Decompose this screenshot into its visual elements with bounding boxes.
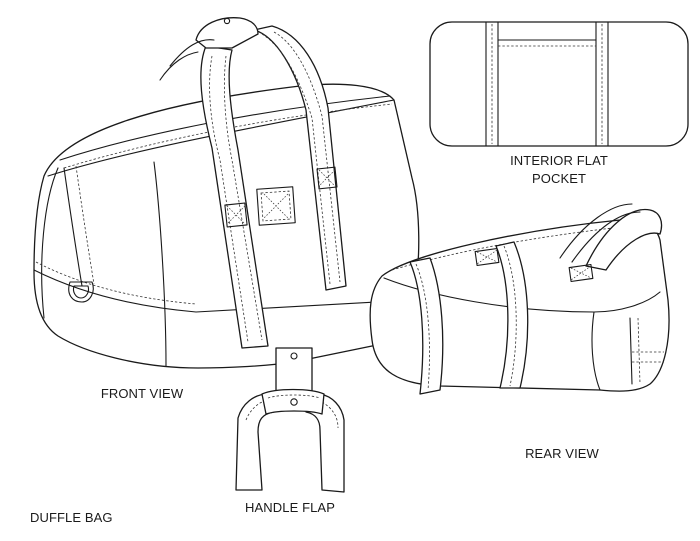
front-strap-box-left xyxy=(224,202,248,228)
front-label-patch xyxy=(256,186,296,226)
pocket-body xyxy=(429,21,689,147)
front-left-strap xyxy=(200,45,269,349)
rear-strap-box-left xyxy=(474,247,500,267)
front-d-ring xyxy=(68,281,94,303)
pocket-view-drawing xyxy=(429,21,689,147)
flap-band-stitch xyxy=(267,394,321,399)
handle-flap-drawing xyxy=(235,347,345,493)
front-end-piping xyxy=(63,167,83,287)
flap-top-snap xyxy=(290,352,298,360)
label-pocket: POCKET xyxy=(532,171,586,186)
front-d-ring-inner xyxy=(72,285,90,299)
front-handle-snap xyxy=(223,17,231,25)
front-view-drawing xyxy=(33,17,420,369)
label-front-view: FRONT VIEW xyxy=(101,386,184,401)
rear-end-strip-stitch xyxy=(637,317,641,385)
rear-handle-back xyxy=(559,203,633,259)
rear-right-strap xyxy=(495,241,529,389)
front-handle-wrap xyxy=(195,17,259,49)
rear-strap-box-right-x xyxy=(570,265,592,281)
flap-top-tab xyxy=(275,347,313,395)
front-back-handle xyxy=(169,39,215,67)
front-right-strap-stitch-2 xyxy=(273,31,341,283)
flap-wrap-band xyxy=(261,388,325,415)
front-strap-box-left-x xyxy=(226,205,246,225)
front-strap-box-right-x xyxy=(318,169,336,187)
label-handle-flap: HANDLE FLAP xyxy=(245,500,335,515)
flap-right-strap xyxy=(305,393,345,493)
front-label-patch-x xyxy=(263,193,289,219)
rear-right-strap-stitch xyxy=(503,245,517,387)
front-strap-box-right xyxy=(316,166,338,190)
front-bottom-edge xyxy=(33,269,413,313)
rear-left-strap-stitch xyxy=(415,263,430,391)
rear-strap-box-left-x xyxy=(476,249,498,265)
front-back-handle-2 xyxy=(159,51,199,81)
front-label-patch-stitch xyxy=(260,190,292,222)
rear-handle-back-2 xyxy=(571,211,641,263)
front-bottom-seam xyxy=(35,261,197,305)
sheet-title: DUFFLE BAG xyxy=(30,510,113,525)
front-face-edge xyxy=(153,161,167,367)
front-left-strap-stitch xyxy=(209,55,249,343)
rear-end-strip xyxy=(629,317,633,385)
front-end-panel xyxy=(41,167,59,319)
front-left-strap-stitch-2 xyxy=(223,55,263,341)
front-right-strap-stitch xyxy=(261,33,331,285)
front-zipper-stitch xyxy=(63,103,393,169)
rear-left-strap xyxy=(409,257,444,395)
rear-strap-box-right xyxy=(568,263,594,283)
front-top-ridge xyxy=(47,99,395,177)
rear-end-panel xyxy=(591,311,601,391)
label-rear-view: REAR VIEW xyxy=(525,446,599,461)
front-end-piping-stitch xyxy=(75,165,95,285)
flap-band-snap xyxy=(290,398,298,406)
rear-view-drawing xyxy=(369,203,670,395)
rear-handle-front xyxy=(585,208,663,271)
label-interior-flat: INTERIOR FLAT xyxy=(510,153,608,168)
